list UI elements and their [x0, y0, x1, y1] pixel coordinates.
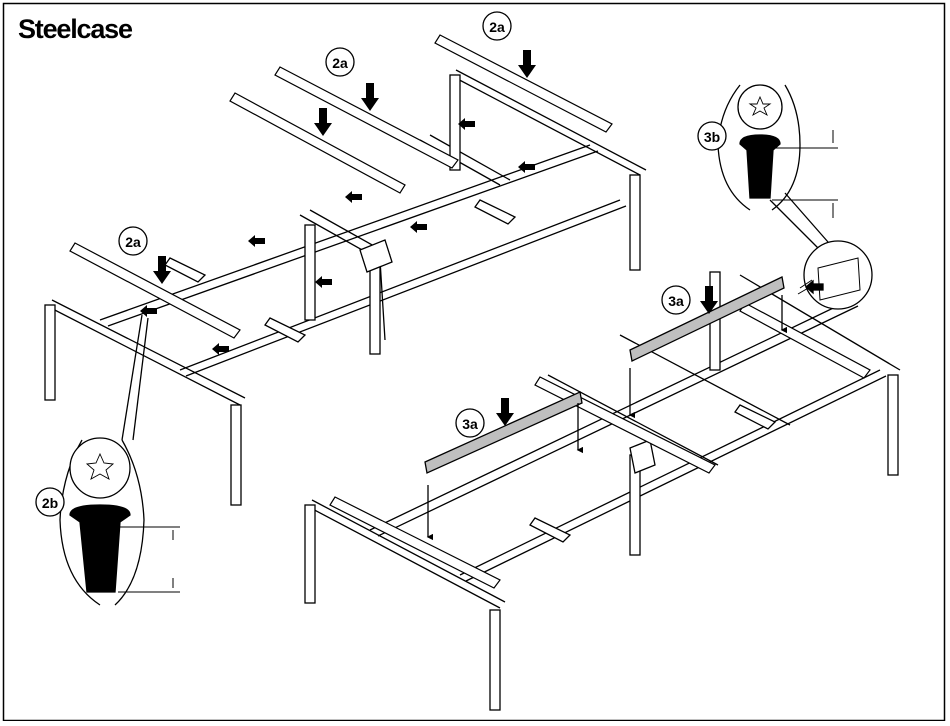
- callout-2b: 2b: [36, 488, 64, 516]
- left-cross-rails: [70, 35, 612, 338]
- callout-2a-mid: 2a: [326, 48, 354, 76]
- callout-2a-left: 2a: [119, 227, 147, 255]
- svg-text:2a: 2a: [125, 234, 141, 250]
- svg-text:2a: 2a: [489, 19, 505, 35]
- brand-logo: Steelcase: [18, 14, 132, 45]
- svg-text:3b: 3b: [704, 129, 720, 145]
- step-2a-arrows: [153, 50, 536, 284]
- callout-2a-right: 2a: [483, 12, 511, 40]
- callout-3b: 3b: [698, 122, 726, 150]
- svg-text:3a: 3a: [462, 416, 478, 432]
- svg-text:2b: 2b: [42, 495, 58, 511]
- page-border: [4, 4, 945, 721]
- detail-2b: [60, 315, 180, 605]
- left-table-frame: [45, 70, 646, 505]
- svg-text:3a: 3a: [668, 293, 684, 309]
- svg-text:2a: 2a: [332, 55, 348, 71]
- callout-3a-lower: 3a: [456, 409, 484, 437]
- right-cross-rails: [330, 303, 870, 588]
- callout-3a-upper: 3a: [662, 286, 690, 314]
